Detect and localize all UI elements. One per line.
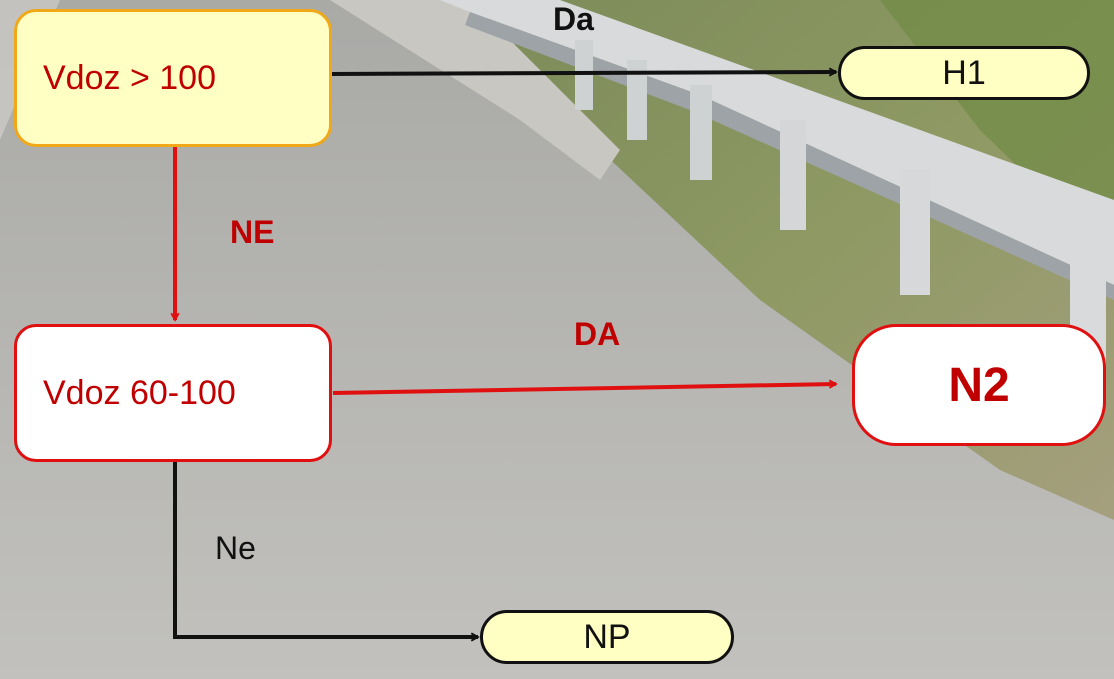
arrow-range-to-n2 <box>332 384 836 395</box>
edge-label-ne-black: Ne <box>215 530 256 566</box>
terminal-np-text: NP <box>583 617 631 656</box>
edge-label-ne-red: NE <box>230 214 275 250</box>
terminal-n2-text: N2 <box>948 358 1010 412</box>
decision-speed-over-100-text: Vdoz > 100 <box>43 58 216 97</box>
decision-speed-over-100: Vdoz > 100 <box>14 9 332 147</box>
edge-label-da-red: DA <box>574 316 621 352</box>
decision-speed-60-100: Vdoz 60-100 <box>14 324 332 462</box>
arrow-range-to-np <box>173 461 478 637</box>
terminal-h1-text: H1 <box>942 53 986 92</box>
terminal-n2: N2 <box>852 324 1106 446</box>
terminal-h1: H1 <box>838 46 1090 100</box>
decision-speed-60-100-text: Vdoz 60-100 <box>43 373 236 412</box>
edge-label-da-black: Da <box>553 1 594 37</box>
arrow-over100-to-h1 <box>329 72 836 74</box>
terminal-np: NP <box>480 610 734 664</box>
